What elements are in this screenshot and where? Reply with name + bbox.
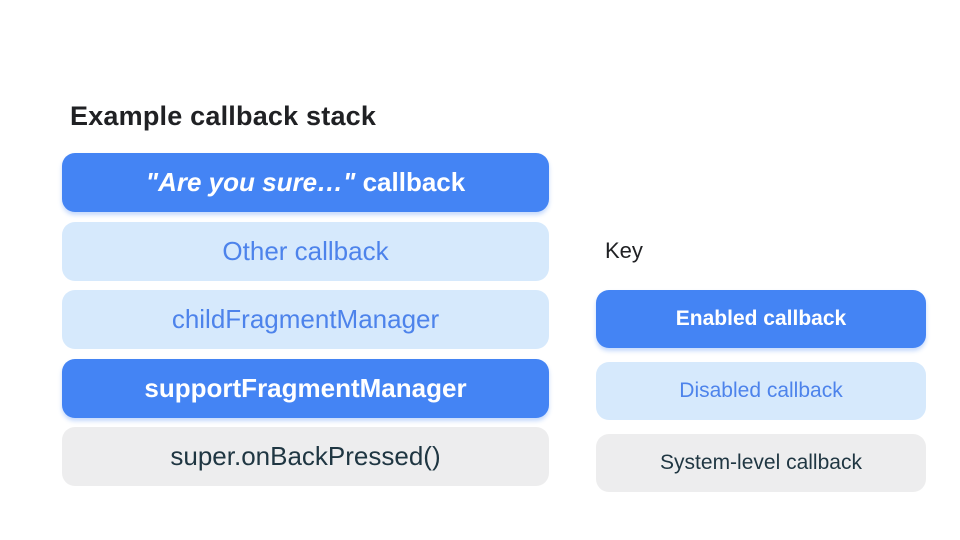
key-item-enabled-callback: Enabled callback	[596, 290, 926, 348]
stack-item-child-fragment-manager: childFragmentManager	[62, 290, 549, 349]
key-item-system-level-callback: System-level callback	[596, 434, 926, 492]
stack-item-are-you-sure-callback: "Are you sure…" callback	[62, 153, 549, 212]
stack-item-other-callback: Other callback	[62, 221, 549, 281]
stack-item-support-fragment-manager: supportFragmentManager	[62, 358, 549, 418]
stack-item-super-on-back-pressed: super.onBackPressed()	[62, 427, 549, 486]
key-legend: Enabled callback Disabled callback Syste…	[596, 290, 926, 492]
callback-stack: "Are you sure…" callback Other callback …	[62, 153, 549, 486]
stack-item-label-rest: callback	[355, 167, 466, 197]
stack-title: Example callback stack	[70, 101, 377, 131]
key-item-disabled-callback: Disabled callback	[596, 362, 926, 420]
stack-item-label-italic: "Are you sure…"	[145, 167, 356, 197]
key-title: Key	[605, 238, 643, 263]
